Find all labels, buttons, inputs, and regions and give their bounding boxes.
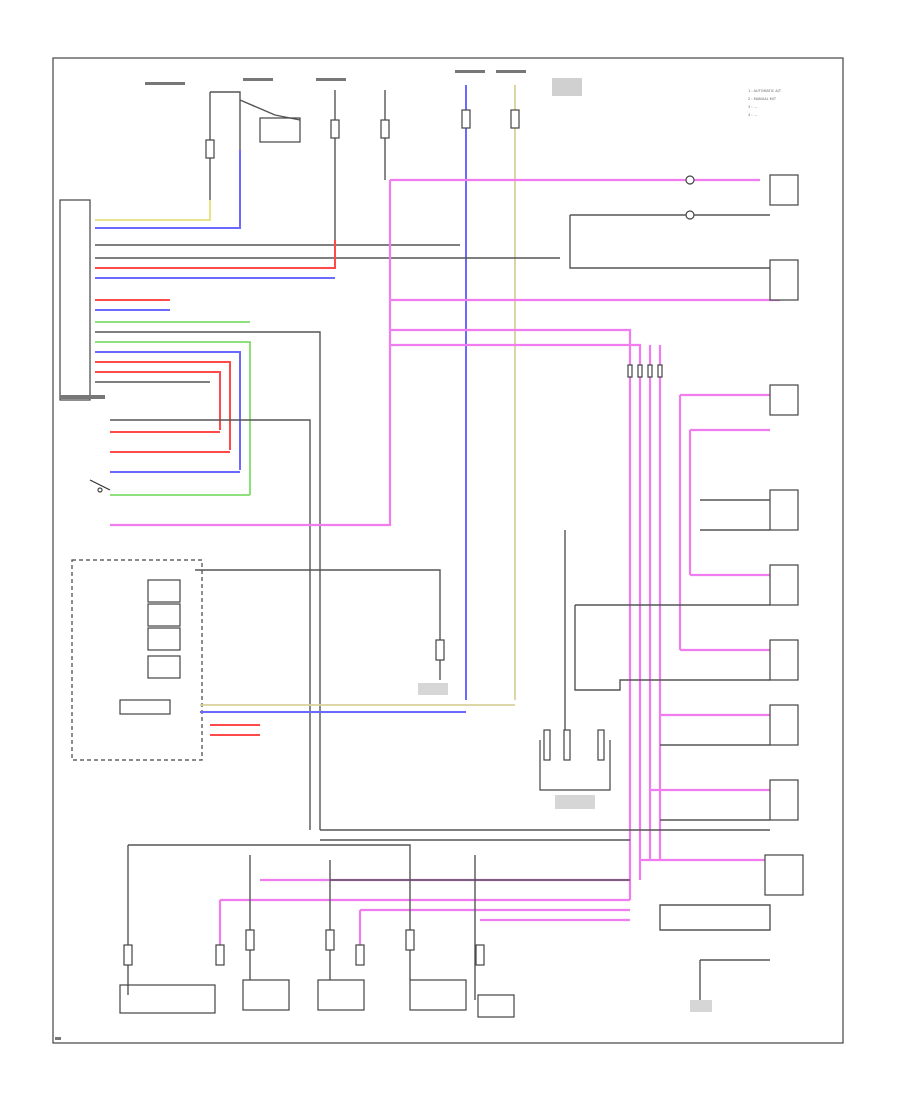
bottom-switch-2 xyxy=(242,979,290,1011)
fuse-icon xyxy=(380,119,390,139)
bottom-switch-1 xyxy=(119,984,216,1014)
connector-icon xyxy=(325,929,335,951)
connector-icon xyxy=(563,729,571,761)
label-hot-in-run xyxy=(243,78,273,81)
fuse-icon xyxy=(461,109,471,129)
meter-indicator-5 xyxy=(119,699,171,715)
ground-label xyxy=(418,683,448,695)
bottom-switches xyxy=(119,829,770,1018)
bottom-switch-5 xyxy=(477,994,515,1018)
right-unit-9 xyxy=(764,854,804,896)
bottom-switch-3 xyxy=(317,979,365,1011)
meter-indicator-1 xyxy=(147,579,181,603)
label-hot-at-all xyxy=(496,70,526,73)
meter-indicator-2 xyxy=(147,603,181,627)
bottom-switch-4 xyxy=(409,979,467,1011)
legend-line-1: 1 : AUTOMATIC A/T xyxy=(748,89,782,93)
connector-icon xyxy=(245,929,255,951)
connector-icon xyxy=(475,944,485,966)
page-marker xyxy=(55,1037,61,1040)
legend-block: 1 : AUTOMATIC A/T 2 : MANUAL M/T 3 : ...… xyxy=(748,89,782,117)
right-unit-2 xyxy=(769,259,799,301)
module-label xyxy=(60,395,105,399)
connector-icon xyxy=(405,929,415,951)
combination-meter xyxy=(71,559,515,761)
label-hot-in-start xyxy=(455,70,485,73)
right-unit-3 xyxy=(769,384,799,416)
meter-indicator-3 xyxy=(147,627,181,651)
legend-line-2: 2 : MANUAL M/T xyxy=(748,97,777,101)
connector-icon xyxy=(597,729,605,761)
top-feeds xyxy=(145,70,582,700)
connector-pin xyxy=(627,364,633,378)
relay-icon xyxy=(259,117,301,143)
right-unit-1 xyxy=(769,174,799,206)
connector-pin xyxy=(647,364,653,378)
diagram-frame xyxy=(52,57,844,1044)
right-components xyxy=(569,174,804,1012)
right-unit-5 xyxy=(769,564,799,606)
lower-connector xyxy=(539,530,611,809)
connector-icon xyxy=(355,944,365,966)
connector-icon xyxy=(435,639,445,661)
center-sensor xyxy=(418,600,448,695)
fuse-icon xyxy=(510,109,520,129)
right-unit-7 xyxy=(769,704,799,746)
connector-icon xyxy=(215,944,225,966)
connector-icon xyxy=(123,944,133,966)
legend-line-3: 3 : ... xyxy=(748,105,757,109)
label-hot-at-all-times xyxy=(145,82,185,85)
fuse-icon xyxy=(205,139,215,159)
right-unit-4 xyxy=(769,489,799,531)
meter-frame xyxy=(71,559,203,761)
left-module xyxy=(59,150,560,830)
connector-icon xyxy=(543,729,551,761)
lamp-icon xyxy=(685,175,695,185)
switch-contact-icon xyxy=(97,487,103,493)
label-underhood-fuse xyxy=(552,78,582,96)
connector-label xyxy=(555,795,595,809)
fuse-icon xyxy=(330,119,340,139)
module-body xyxy=(59,199,91,401)
right-unit-6 xyxy=(769,639,799,681)
label-hot-in-run-2 xyxy=(316,78,346,81)
connector-pin xyxy=(637,364,643,378)
ground-label xyxy=(690,1000,712,1012)
right-unit-8 xyxy=(769,779,799,821)
legend-line-4: 4 : ... xyxy=(748,113,757,117)
lamp-icon xyxy=(685,210,695,220)
meter-indicator-4 xyxy=(147,655,181,679)
connector-pin xyxy=(657,364,663,378)
